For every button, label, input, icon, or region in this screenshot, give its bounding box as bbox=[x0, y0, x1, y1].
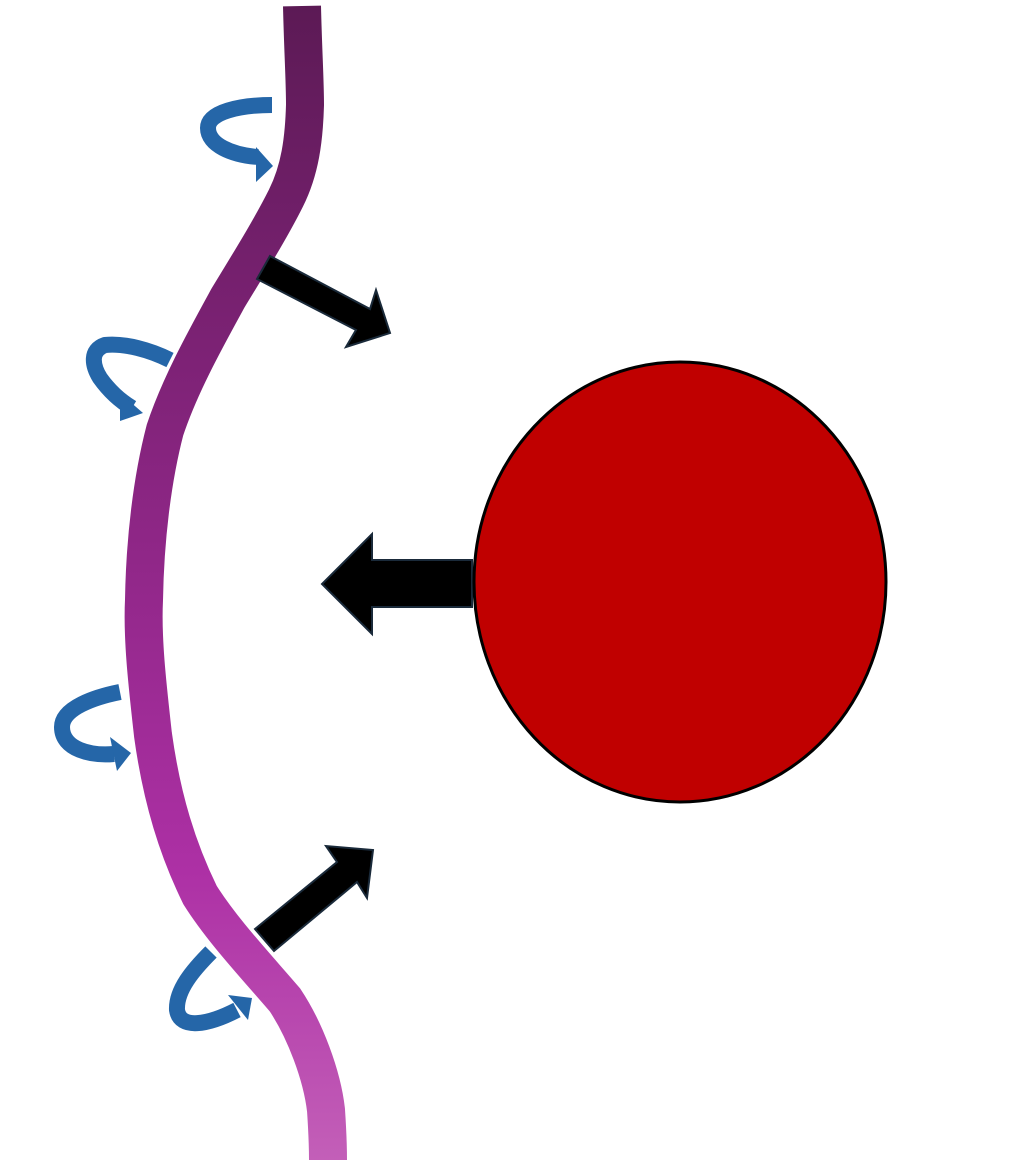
rotation-arrow-4 bbox=[169, 946, 252, 1032]
force-arrow-upper bbox=[255, 254, 392, 349]
force-arrow-lower bbox=[253, 844, 375, 953]
rotation-arrow-1 bbox=[199, 97, 273, 182]
flagellum-filament bbox=[124, 5, 347, 1161]
rotation-arrow-3 bbox=[53, 684, 131, 771]
force-arrow-middle bbox=[320, 531, 473, 637]
red-sphere bbox=[472, 360, 888, 804]
rotation-arrow-2 bbox=[85, 336, 174, 421]
